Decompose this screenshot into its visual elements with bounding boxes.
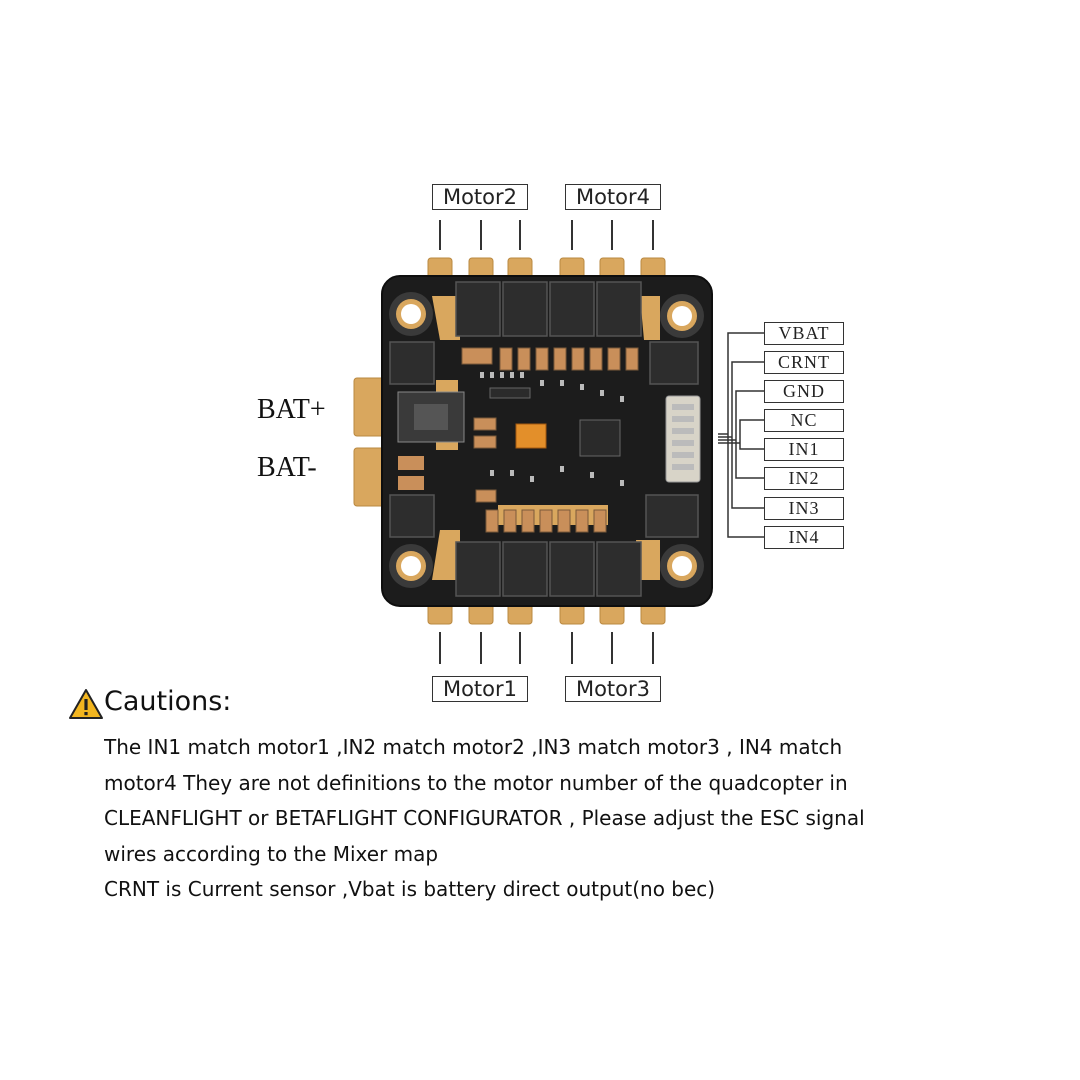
motor3-label: Motor3: [565, 676, 661, 702]
motor-pads-top: [427, 257, 666, 281]
caution-line: motor4 They are not definitions to the m…: [104, 770, 848, 795]
motor4-label: Motor4: [565, 184, 661, 210]
signal-wires: [718, 332, 764, 538]
motor1-label: Motor1: [432, 676, 528, 702]
caution-line: CRNT is Current sensor ,Vbat is battery …: [104, 877, 716, 901]
pin-label-crnt: CRNT: [764, 351, 844, 374]
pin-label-in3: IN3: [764, 497, 844, 520]
pin-label-in4: IN4: [764, 526, 844, 549]
warning-icon: [69, 689, 103, 719]
motor-pads-bottom: [427, 601, 666, 625]
bat-negative-label: BAT-: [257, 452, 317, 483]
cautions-title: Cautions:: [104, 686, 232, 717]
bat-positive-label: BAT+: [257, 394, 326, 425]
motor2-label: Motor2: [432, 184, 528, 210]
pin-label-vbat: VBAT: [764, 322, 844, 345]
mounting-holes: [389, 292, 704, 588]
caution-line: CLEANFLIGHT or BETAFLIGHT CONFIGURATOR ,…: [104, 806, 865, 830]
mosfets: [389, 281, 699, 597]
caution-line: The IN1 match motor1 ,IN2 match motor2 ,…: [104, 735, 843, 759]
motor-wire-lines-bottom: [439, 632, 654, 664]
caution-line: wires according to the Mixer map: [104, 841, 439, 866]
pin-label-in1: IN1: [764, 438, 844, 461]
pin-label-gnd: GND: [764, 380, 844, 403]
pin-label-in2: IN2: [764, 467, 844, 490]
motor-wire-lines-top: [439, 220, 654, 250]
caution-notes: The IN1 match motor1 ,IN2 match motor2 ,…: [104, 730, 1009, 908]
pin-label-nc: NC: [764, 409, 844, 432]
